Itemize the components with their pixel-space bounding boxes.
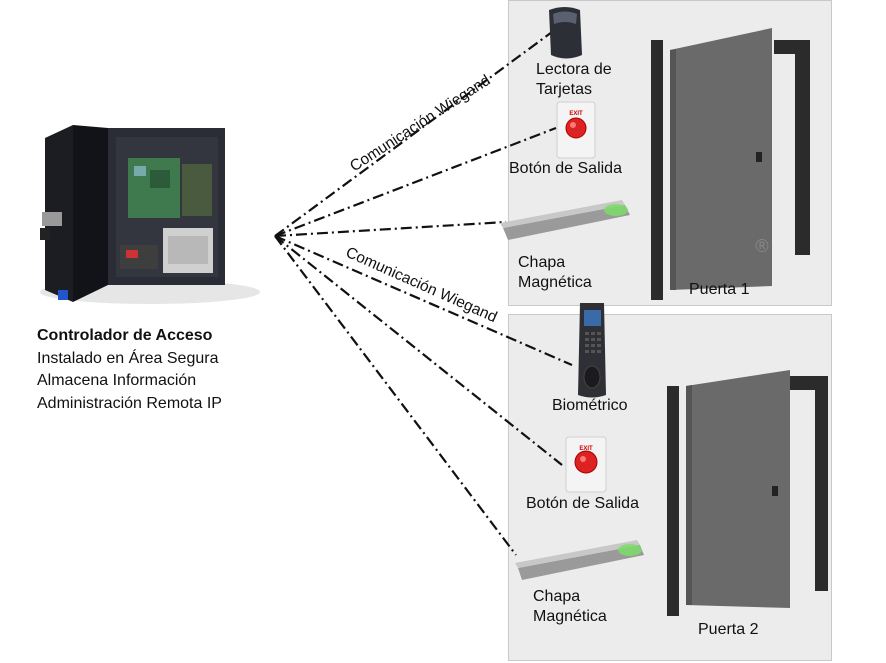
door-1-icon: ®	[651, 28, 810, 300]
exit-button-1-label: Botón de Salida	[509, 160, 622, 177]
exit-sign-text-2: EXIT	[579, 446, 593, 452]
magnetic-lock-2-label: Chapa Magnética	[533, 588, 607, 625]
magnetic-lock-2-icon	[515, 540, 644, 580]
line-to-exit-button-1	[274, 126, 557, 238]
line-to-card-reader	[274, 31, 553, 237]
door-1-label: Puerta 1	[689, 281, 750, 298]
line-to-exit-button-2	[274, 235, 563, 466]
card-reader-icon	[549, 7, 582, 59]
line-to-magnetic-lock-1	[274, 220, 507, 238]
door-2-icon	[667, 370, 828, 616]
exit-button-1-icon: EXIT	[556, 101, 596, 159]
access-controller-icon	[40, 125, 260, 304]
connection-lines	[274, 31, 573, 556]
controller-line-3: Administración Remota IP	[37, 394, 222, 412]
magnetic-lock-1-icon	[500, 200, 630, 240]
exit-sign-text-1: EXIT	[569, 111, 583, 117]
biometric-label: Biométrico	[552, 397, 628, 414]
exit-button-2-label: Botón de Salida	[526, 495, 639, 512]
magnetic-lock-1-label: Chapa Magnética	[518, 254, 592, 291]
controller-line-1: Instalado en Área Segura	[37, 349, 219, 367]
exit-button-2-icon: EXIT	[565, 436, 607, 493]
card-reader-label: Lectora de Tarjetas	[536, 61, 612, 98]
controller-description: Controlador de Acceso Instalado en Área …	[37, 325, 222, 415]
controller-line-2: Almacena Información	[37, 372, 197, 389]
biometric-reader-icon	[578, 303, 606, 398]
line-to-magnetic-lock-2	[274, 235, 517, 556]
registered-mark-icon: ®	[755, 236, 768, 256]
door-2-label: Puerta 2	[698, 621, 759, 638]
controller-title: Controlador de Acceso	[37, 327, 213, 344]
